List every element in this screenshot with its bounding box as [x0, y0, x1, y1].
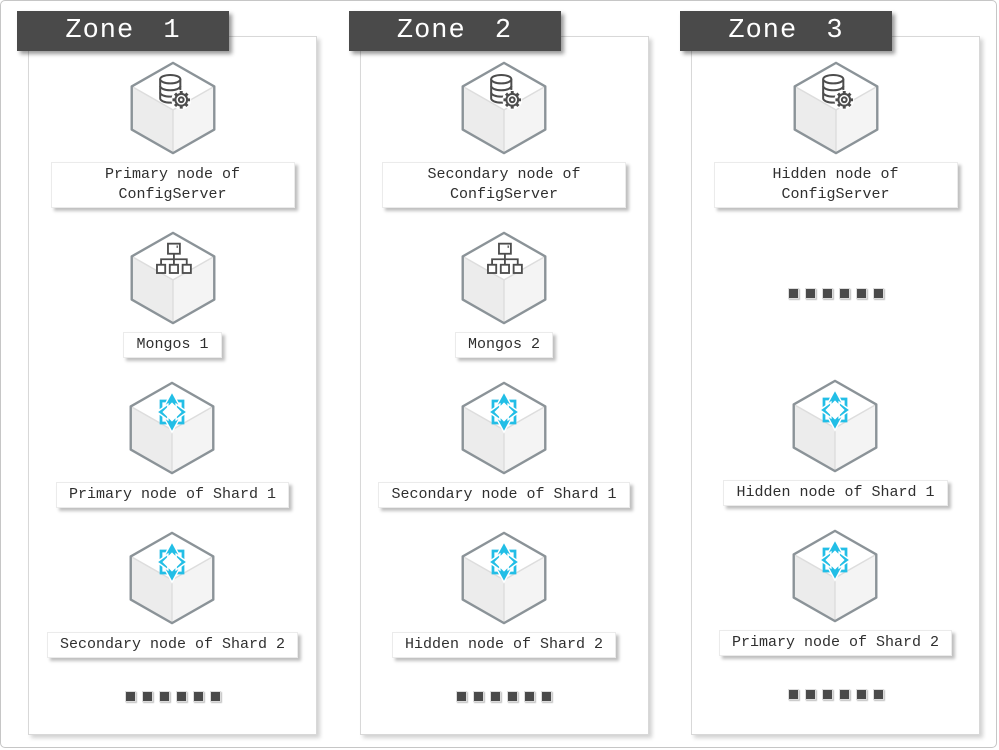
configserver-icon [482, 70, 526, 114]
dot [192, 690, 204, 702]
dot [209, 690, 221, 702]
zone-title: Zone 1 [65, 16, 181, 46]
node-cube [123, 230, 223, 326]
zone-header: Zone 2 [348, 11, 561, 51]
node-cube [122, 530, 222, 626]
node-label: Primary node of Shard 2 [718, 630, 953, 656]
shard-icon [813, 538, 857, 582]
mongos-icon [151, 240, 195, 284]
zone-panel: Primary node of ConfigServer Mongos 1 Pr… [28, 36, 317, 735]
zones-container: Zone 1 Primary node of ConfigServer Mong… [17, 11, 980, 735]
node-label: Primary node of ConfigServer [50, 162, 295, 208]
dot [804, 688, 816, 700]
ellipsis-bottom [787, 688, 884, 700]
node: Secondary node of ConfigServer [382, 60, 626, 208]
dot [787, 287, 799, 299]
zone-title: Zone 3 [728, 16, 844, 46]
dot [855, 688, 867, 700]
dot [141, 690, 153, 702]
node-cube [785, 378, 885, 474]
node-label: Secondary node of Shard 1 [378, 482, 630, 508]
dot [124, 690, 136, 702]
dot [787, 688, 799, 700]
dot [855, 287, 867, 299]
ellipsis-bottom [456, 690, 552, 702]
zone-panel: Hidden node of ConfigServer Hidden node … [691, 36, 980, 735]
ellipsis-bottom [124, 690, 221, 702]
dot [524, 690, 535, 702]
node-cube [454, 60, 554, 156]
zone-panel: Secondary node of ConfigServer Mongos 2 … [359, 36, 649, 735]
node: Primary node of ConfigServer [50, 60, 295, 208]
dot [838, 287, 850, 299]
dot [490, 690, 501, 702]
zone-title: Zone 2 [396, 16, 513, 46]
node-cube [122, 380, 222, 476]
node: Hidden node of Shard 2 [391, 530, 617, 658]
node-cube [454, 530, 554, 626]
dot [175, 690, 187, 702]
shard-icon [150, 540, 194, 584]
node-label: Mongos 1 [123, 332, 222, 358]
ellipsis-middle [787, 230, 884, 356]
node: Secondary node of Shard 2 [46, 530, 299, 658]
node-cube [454, 230, 554, 326]
zone-column: Zone 1 Primary node of ConfigServer Mong… [17, 11, 317, 735]
node-label: Mongos 2 [454, 332, 553, 358]
zone-column: Zone 3 Hidden node of ConfigServer Hidde… [680, 11, 980, 735]
dot [541, 690, 552, 702]
node: Mongos 2 [454, 230, 554, 358]
shard-icon [482, 390, 526, 434]
dot [804, 287, 816, 299]
dot [838, 688, 850, 700]
node: Mongos 1 [123, 230, 223, 358]
node-cube [785, 528, 885, 624]
zone-header: Zone 1 [17, 11, 229, 51]
node-cube [786, 60, 886, 156]
shard-icon [482, 540, 526, 584]
node-label: Primary node of Shard 1 [55, 482, 290, 508]
dot [473, 690, 484, 702]
dot [456, 690, 467, 702]
node: Primary node of Shard 2 [718, 528, 953, 656]
configserver-icon [814, 70, 858, 114]
zone-header: Zone 3 [680, 11, 892, 51]
node-label: Secondary node of ConfigServer [382, 162, 626, 208]
shard-icon [813, 388, 857, 432]
configserver-icon [151, 70, 195, 114]
node-cube [454, 380, 554, 476]
dot [821, 688, 833, 700]
shard-icon [150, 390, 194, 434]
node: Secondary node of Shard 1 [378, 380, 630, 508]
node-cube [123, 60, 223, 156]
node-label: Hidden node of Shard 2 [391, 632, 617, 658]
dot [821, 287, 833, 299]
node-label: Hidden node of ConfigServer [713, 162, 958, 208]
dot [872, 688, 884, 700]
dot [158, 690, 170, 702]
node: Hidden node of Shard 1 [723, 378, 948, 506]
node: Hidden node of ConfigServer [713, 60, 958, 208]
dot [507, 690, 518, 702]
mongos-icon [482, 240, 526, 284]
zone-column: Zone 2 Secondary node of ConfigServer Mo… [348, 11, 649, 735]
node-label: Secondary node of Shard 2 [46, 632, 299, 658]
node: Primary node of Shard 1 [55, 380, 290, 508]
dot [872, 287, 884, 299]
node-label: Hidden node of Shard 1 [723, 480, 948, 506]
